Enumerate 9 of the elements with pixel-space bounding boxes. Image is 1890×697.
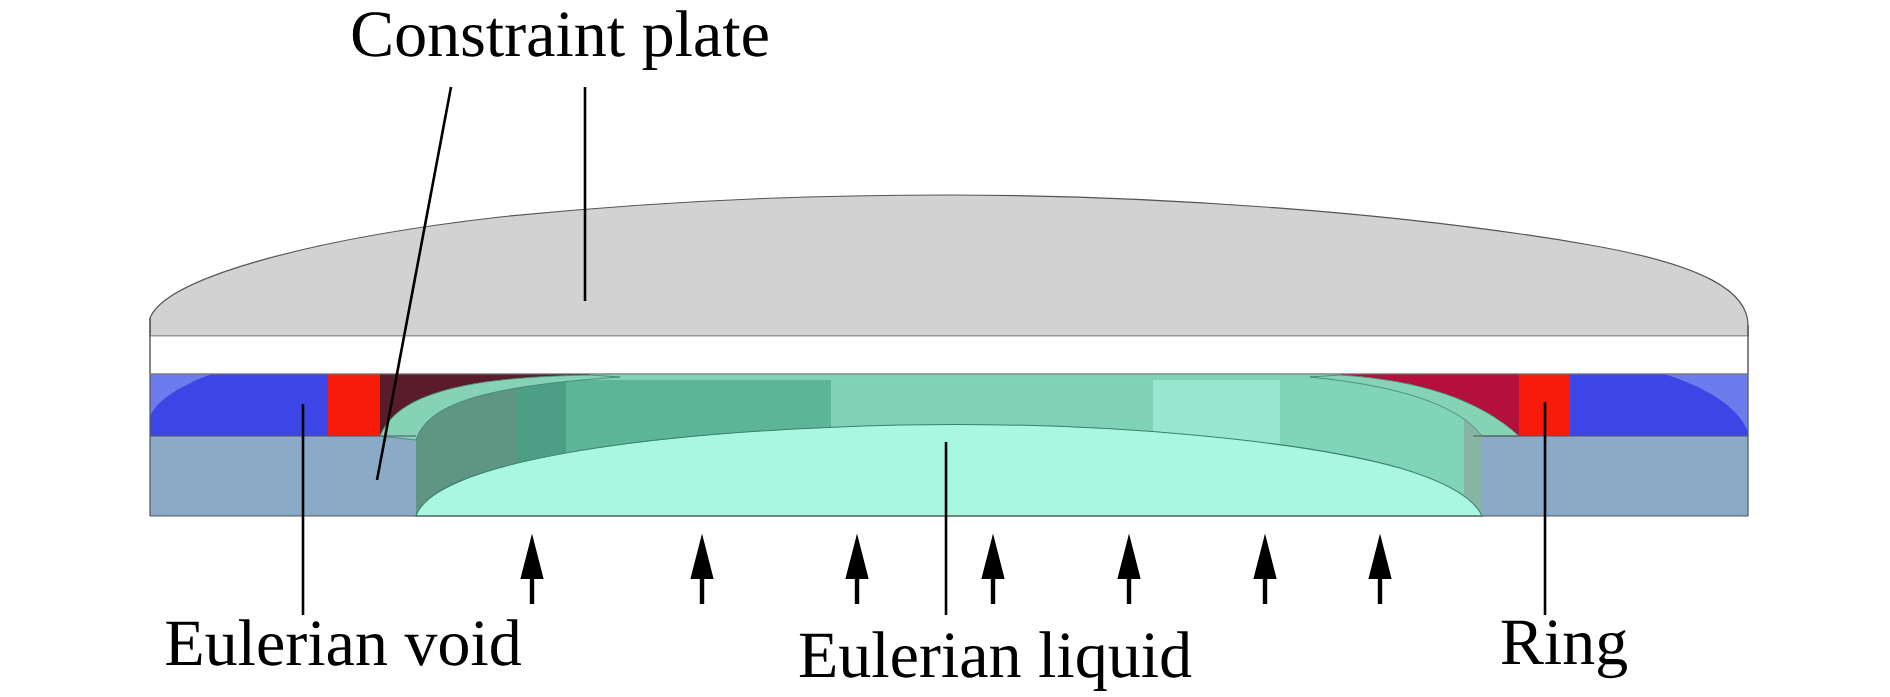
leader-line xyxy=(301,404,305,615)
leader-line xyxy=(583,87,587,301)
leader-line xyxy=(944,442,948,615)
part-label: Eulerian liquid xyxy=(799,631,1192,692)
part-label: Eulerian void xyxy=(166,619,521,666)
leader-line xyxy=(375,86,453,481)
leader-line xyxy=(1543,402,1547,615)
part-label: Ring xyxy=(1501,620,1627,679)
part-label: Constraint plate xyxy=(352,10,768,71)
